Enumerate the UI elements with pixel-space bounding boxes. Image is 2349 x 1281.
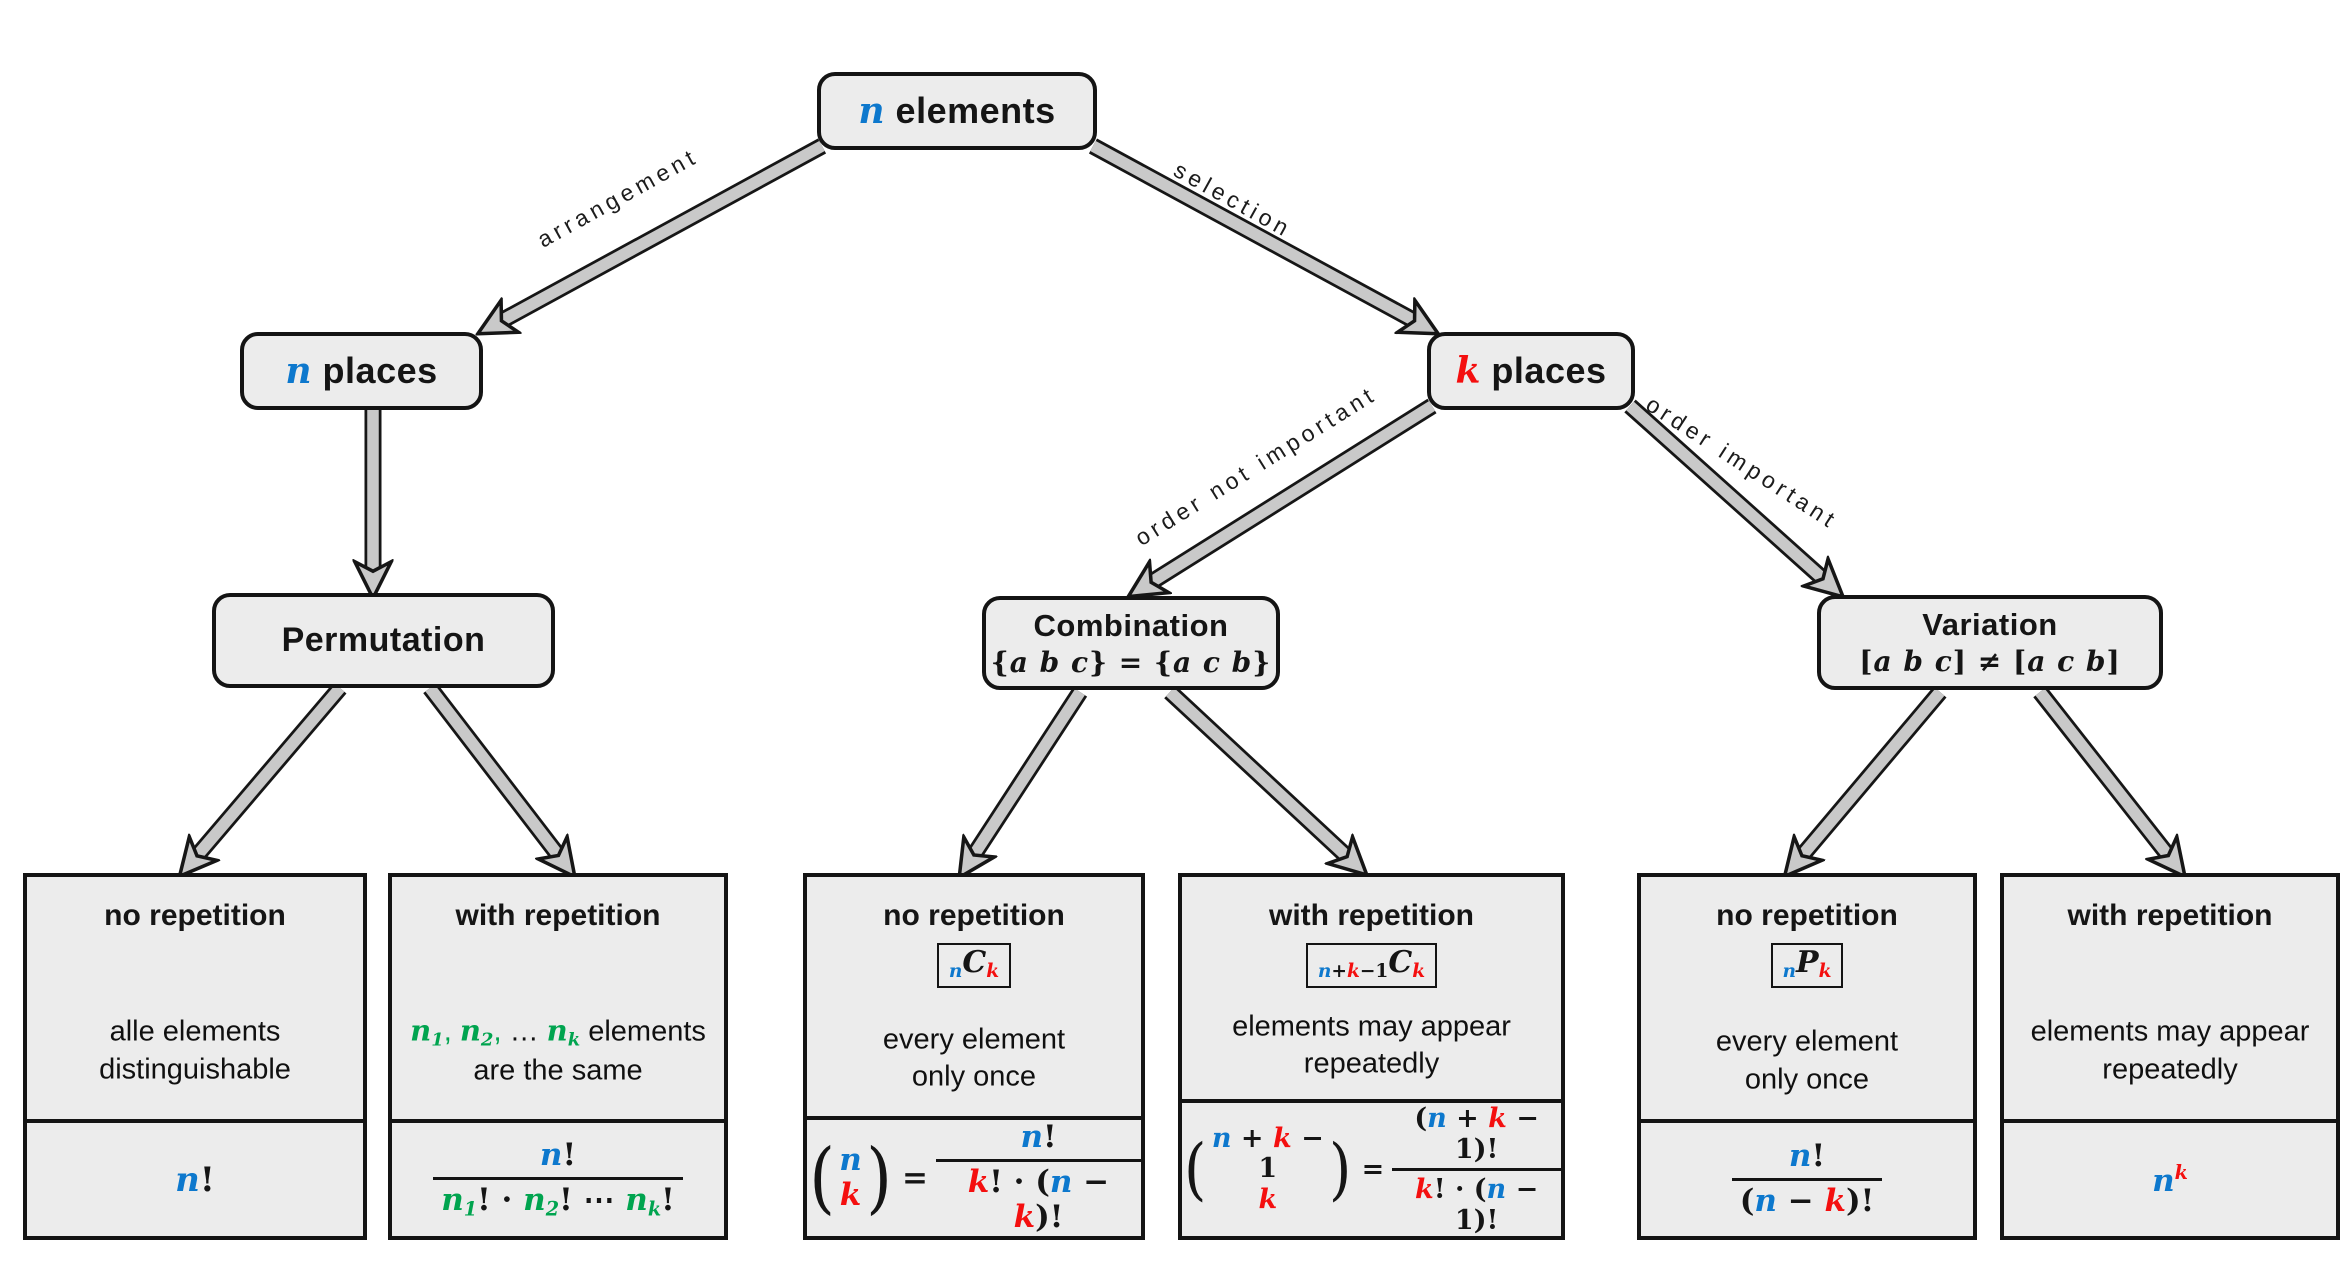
arrow-k-places-to-combination	[1142, 398, 1437, 588]
leaf-formula: ( n + k − 1 k ) = (n + k − 1)! k! · (n −…	[1182, 1098, 1561, 1236]
leaf-title: no repetition	[1716, 899, 1898, 932]
node-variation-title: Variation	[1922, 607, 2058, 642]
leaf-variation-with-repetition: with repetition elements may appear repe…	[2000, 873, 2340, 1240]
node-combination-title: Combination	[1033, 607, 1229, 643]
arrow-root-to-n-places	[492, 138, 827, 326]
binomial: ( n + k − 1 k )	[1182, 1123, 1354, 1215]
arrow-k-places-to-variation	[1624, 399, 1831, 586]
arrow-permutation-to-with-repetition	[423, 682, 565, 864]
fraction: n! n1! · n2! ⋯ nk!	[433, 1138, 683, 1220]
fraction-denominator: k! · (n − 1)!	[1415, 1173, 1539, 1236]
desc-line: every element	[882, 1023, 1066, 1055]
paren-right: )	[1329, 1129, 1352, 1209]
binomial-top: n	[839, 1142, 862, 1179]
paren-left: (	[809, 1132, 835, 1223]
arrow-variation-to-no-repetition	[1795, 686, 1947, 864]
fraction-denominator: (n − k)!	[1739, 1183, 1875, 1219]
fraction: (n + k − 1)! k! · (n − 1)!	[1392, 1103, 1561, 1236]
leaf-description: n1, n2, … nk elements are the same	[396, 1013, 720, 1090]
leaf-permutation-no-repetition: no repetition alle elements distinguisha…	[23, 873, 367, 1240]
leaf-description: elements may appear repeatedly	[1186, 1008, 1557, 1083]
node-permutation-title: Permutation	[281, 621, 486, 659]
leaf-title: with repetition	[1269, 899, 1474, 932]
desc-line: only once	[911, 1060, 1037, 1093]
fraction-denominator: n1! · n2! ⋯ nk!	[441, 1182, 675, 1221]
fraction-numerator: (n + k − 1)!	[1392, 1103, 1561, 1171]
binomial-bottom: k	[839, 1177, 862, 1214]
binomial: ( n k )	[807, 1132, 894, 1223]
leaf-title: with repetition	[2067, 899, 2273, 932]
leaf-combination-with-repetition: with repetition n+k−1Ck elements may app…	[1178, 873, 1565, 1240]
fraction-numerator: n!	[936, 1119, 1141, 1162]
leaf-description: every element only once	[1645, 1023, 1969, 1098]
equals-sign: =	[1361, 1153, 1385, 1185]
leaf-title: with repetition	[455, 899, 661, 932]
binomial-bottom: k	[1258, 1183, 1278, 1215]
desc-line: repeatedly	[2102, 1053, 2238, 1086]
formula: nk	[2152, 1160, 2188, 1199]
notation-badge-nCk: nCk	[936, 943, 1012, 988]
desc-line: are the same	[473, 1054, 643, 1087]
desc-line: n1, n2, … nk elements	[410, 1013, 706, 1051]
node-n-elements: n elements	[817, 72, 1097, 150]
binomial-top: n + k − 1	[1211, 1123, 1324, 1185]
formula: n!	[175, 1159, 215, 1200]
leaf-permutation-with-repetition: with repetition n1, n2, … nk elements ar…	[388, 873, 728, 1240]
leaf-combination-no-repetition: no repetition nCk every element only onc…	[803, 873, 1145, 1240]
fraction: n! k! · (n − k)!	[936, 1119, 1141, 1236]
leaf-title: no repetition	[883, 899, 1065, 932]
fraction-denominator: k! · (n − k)!	[967, 1163, 1110, 1236]
arrow-root-to-k-places	[1088, 138, 1424, 326]
leaf-description: elements may appear repeatedly	[2008, 1014, 2332, 1089]
leaf-description: every element only once	[811, 1021, 1137, 1096]
paren-left: (	[1183, 1129, 1207, 1209]
leaf-top: with repetition n1, n2, … nk elements ar…	[392, 877, 724, 1119]
node-n-places-label: n places	[285, 350, 438, 392]
node-variation: Variation [a b c] ≠ [a c b]	[1817, 595, 2163, 690]
arrow-variation-to-with-repetition	[2033, 686, 2175, 864]
leaf-top: no repetition alle elements distinguisha…	[27, 877, 363, 1119]
leaf-title: no repetition	[104, 899, 286, 932]
leaf-formula: nk	[2004, 1119, 2336, 1236]
notation-badge-n+k-1Ck: n+k−1Ck	[1305, 943, 1438, 988]
leaf-formula: n! n1! · n2! ⋯ nk!	[392, 1119, 724, 1236]
notation-badge-nPk: nPk	[1770, 943, 1844, 988]
node-n-elements-label: n elements	[858, 90, 1056, 132]
desc-line: distinguishable	[99, 1053, 291, 1086]
node-combination: Combination {a b c} = {a c b}	[982, 596, 1280, 690]
node-n-places: n places	[240, 332, 483, 410]
equals-sign: =	[902, 1160, 929, 1197]
desc-line: alle elements	[109, 1015, 281, 1048]
leaf-description: alle elements distinguishable	[31, 1014, 359, 1089]
desc-line: only once	[1744, 1062, 1870, 1095]
node-permutation: Permutation	[212, 593, 555, 688]
arrow-permutation-to-no-repetition	[190, 682, 347, 864]
leaf-variation-no-repetition: no repetition nPk every element only onc…	[1637, 873, 1977, 1240]
paren-right: )	[866, 1132, 892, 1223]
desc-line: every element	[1715, 1025, 1899, 1058]
arrow-combination-to-no-repetition	[968, 687, 1088, 864]
leaf-formula: ( n k ) = n! k! · (n − k)!	[807, 1116, 1141, 1236]
desc-line: elements may appear	[1232, 1009, 1511, 1042]
node-k-places: k places	[1427, 332, 1635, 410]
fraction: n! (n − k)!	[1731, 1139, 1883, 1219]
leaf-top: with repetition n+k−1Ck elements may app…	[1182, 877, 1561, 1099]
fraction-numerator: n!	[433, 1138, 683, 1181]
leaf-top: with repetition elements may appear repe…	[2004, 877, 2336, 1119]
fraction-numerator: n!	[1731, 1139, 1883, 1181]
node-variation-subtitle: [a b c] ≠ [a c b]	[1859, 645, 2121, 678]
arrow-combination-to-with-repetition	[1164, 685, 1355, 864]
leaf-formula: n! (n − k)!	[1641, 1119, 1973, 1236]
leaf-top: no repetition nCk every element only onc…	[807, 877, 1141, 1116]
leaf-top: no repetition nPk every element only onc…	[1641, 877, 1973, 1119]
node-k-places-label: k places	[1455, 350, 1607, 392]
desc-line: elements may appear	[2030, 1015, 2310, 1048]
node-combination-subtitle: {a b c} = {a c b}	[990, 645, 1272, 679]
leaf-formula: n!	[27, 1119, 363, 1236]
desc-line: repeatedly	[1303, 1047, 1440, 1080]
